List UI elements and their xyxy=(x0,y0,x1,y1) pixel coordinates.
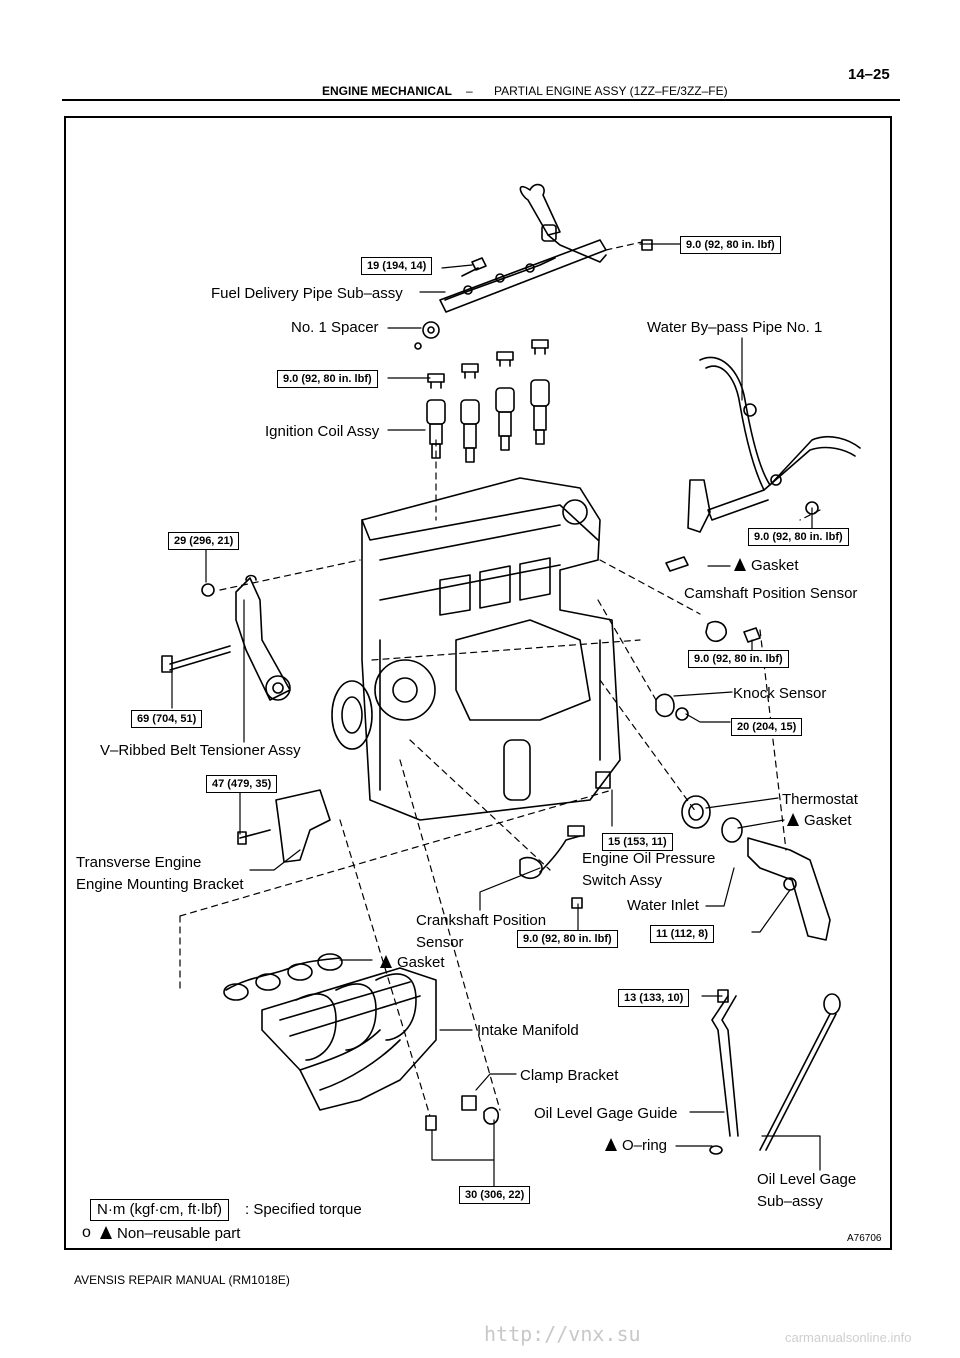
sensors-drawing xyxy=(595,556,761,789)
label-knock-sensor: Knock Sensor xyxy=(733,685,827,702)
subsection-title: PARTIAL ENGINE ASSY (1ZZ–FE/3ZZ–FE) xyxy=(494,84,728,98)
torque-box: 9.0 (92, 80 in. lbf) xyxy=(688,650,789,668)
label-oil-pressure-line1: Engine Oil Pressure xyxy=(582,850,716,867)
label-no1-spacer: No. 1 Spacer xyxy=(291,319,379,336)
label-water-bypass-pipe: Water By–pass Pipe No. 1 xyxy=(647,319,823,336)
engine-block-drawing xyxy=(331,477,621,821)
torque-box: 20 (204, 15) xyxy=(731,718,803,736)
label-gasket-3: Gasket xyxy=(380,954,445,971)
nonreusable-icon xyxy=(100,1226,112,1239)
label-crankshaft-sensor-line1: Crankshaft Position xyxy=(416,912,547,929)
torque-box: 9.0 (92, 80 in. lbf) xyxy=(748,528,849,546)
nonreusable-icon xyxy=(787,813,799,826)
label-crankshaft-sensor-line2: Sensor xyxy=(416,934,464,951)
belt-tensioner-drawing xyxy=(161,574,291,701)
top-bolts-drawing xyxy=(414,239,653,350)
clamp-bracket-drawing xyxy=(425,1095,500,1131)
crankshaft-sensor-drawing xyxy=(519,825,585,909)
mounting-bracket-drawing xyxy=(237,789,331,863)
footer-text: AVENSIS REPAIR MANUAL (RM1018E) xyxy=(74,1273,290,1287)
label-oil-gage-guide: Oil Level Gage Guide xyxy=(534,1105,678,1122)
leader-lines xyxy=(171,243,821,1191)
legend-torque-text: : Specified torque xyxy=(245,1201,362,1218)
torque-box: 19 (194, 14) xyxy=(361,257,433,275)
ignition-coils-drawing xyxy=(426,339,550,463)
page-number: 14–25 xyxy=(848,66,890,83)
label-belt-tensioner: V–Ribbed Belt Tensioner Assy xyxy=(100,742,301,759)
assembly-lines xyxy=(179,241,821,1117)
nonreusable-icon xyxy=(380,955,392,968)
nonreusable-icon xyxy=(605,1138,617,1151)
watermark-link[interactable]: http://vnx.su xyxy=(484,1322,641,1346)
header-rule xyxy=(62,99,900,101)
label-mounting-bracket-line1: Transverse Engine xyxy=(76,854,202,871)
label-oil-pressure-line2: Switch Assy xyxy=(582,872,663,889)
label-thermostat: Thermostat xyxy=(782,791,858,808)
label-mounting-bracket-line2: Engine Mounting Bracket xyxy=(76,876,244,893)
intake-manifold-drawing xyxy=(223,953,437,1111)
watermark-site: carmanualsonline.info xyxy=(785,1330,912,1345)
label-intake-manifold: Intake Manifold xyxy=(477,1022,579,1039)
torque-box: 30 (306, 22) xyxy=(459,1186,531,1204)
label-ignition-coil: Ignition Coil Assy xyxy=(265,423,380,440)
oil-gage-drawing xyxy=(709,989,841,1155)
torque-box: 9.0 (92, 80 in. lbf) xyxy=(517,930,618,948)
label-camshaft-sensor: Camshaft Position Sensor xyxy=(684,585,858,602)
label-gasket-2: Gasket xyxy=(787,812,852,829)
torque-box: 29 (296, 21) xyxy=(168,532,240,550)
label-clamp-bracket: Clamp Bracket xyxy=(520,1067,619,1084)
water-bypass-pipe-drawing xyxy=(687,356,861,533)
label-oil-gage-line2: Sub–assy xyxy=(757,1193,823,1210)
label-oil-gage-line1: Oil Level Gage xyxy=(757,1171,857,1188)
section-title: ENGINE MECHANICAL xyxy=(322,84,453,98)
torque-box: 15 (153, 11) xyxy=(602,833,673,851)
label-water-inlet: Water Inlet xyxy=(627,897,699,914)
torque-box: 13 (133, 10) xyxy=(618,989,690,1007)
fuel-delivery-pipe-drawing xyxy=(439,183,607,313)
nonreusable-icon xyxy=(734,558,746,571)
legend-nonreusable: Non–reusable part xyxy=(100,1225,240,1242)
label-gasket-1: Gasket xyxy=(734,557,799,574)
torque-box: 69 (704, 51) xyxy=(131,710,203,728)
figure-id: A76706 xyxy=(847,1233,882,1244)
torque-box: 11 (112, 8) xyxy=(650,925,714,943)
label-o-ring: O–ring xyxy=(605,1137,667,1154)
diagram-frame xyxy=(64,116,892,1250)
torque-box: 9.0 (92, 80 in. lbf) xyxy=(277,370,378,388)
header-separator: – xyxy=(466,84,473,98)
torque-box: 47 (479, 35) xyxy=(206,775,278,793)
legend-bullet: o xyxy=(82,1224,91,1241)
legend-torque-unit: N·m (kgf·cm, ft·lbf) xyxy=(90,1199,229,1221)
label-fuel-delivery-pipe: Fuel Delivery Pipe Sub–assy xyxy=(211,285,403,302)
torque-box: 9.0 (92, 80 in. lbf) xyxy=(680,236,781,254)
thermostat-drawing xyxy=(681,795,831,941)
